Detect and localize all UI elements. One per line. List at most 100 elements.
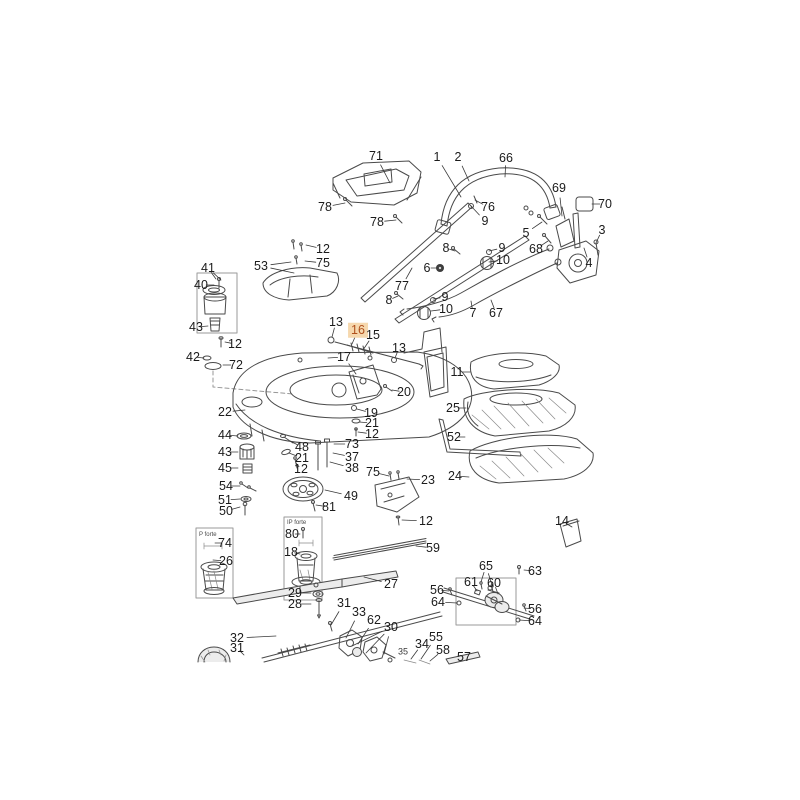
part-label-5[interactable]: 5 (522, 225, 530, 240)
part-label-10[interactable]: 10 (439, 301, 453, 316)
part-label-12[interactable]: 12 (365, 426, 379, 441)
part-label-15[interactable]: 15 (366, 327, 380, 342)
part-label-25[interactable]: 25 (446, 400, 460, 415)
part-label-80[interactable]: 80 (285, 526, 299, 541)
part-label-20[interactable]: 20 (397, 384, 411, 399)
part-deck (232, 327, 473, 444)
part-label-73[interactable]: 73 (345, 436, 359, 451)
part-label-41[interactable]: 41 (201, 260, 215, 275)
part-label-31[interactable]: 31 (337, 595, 351, 610)
part-label-13[interactable]: 13 (329, 314, 343, 329)
part-label-17[interactable]: 17 (337, 349, 351, 364)
part-label-57[interactable]: 57 (457, 649, 471, 664)
part-label-53[interactable]: 53 (254, 258, 268, 273)
part-label-30[interactable]: 30 (384, 619, 398, 634)
part-label-40[interactable]: 40 (194, 277, 208, 292)
part-label-6[interactable]: 6 (423, 260, 431, 275)
part-label-28[interactable]: 28 (288, 596, 302, 611)
part-label-13[interactable]: 13 (392, 340, 406, 355)
part-label-19[interactable]: 19 (364, 405, 378, 420)
part-label-59[interactable]: 59 (426, 540, 440, 555)
part-label-12[interactable]: 12 (419, 513, 433, 528)
part-label-48[interactable]: 48 (295, 439, 309, 454)
part-label-38[interactable]: 38 (345, 460, 359, 475)
part-label-50[interactable]: 50 (219, 503, 233, 518)
part-label-31[interactable]: 31 (230, 640, 244, 655)
part-label-11[interactable]: 11 (450, 364, 464, 379)
part-label-78[interactable]: 78 (370, 214, 384, 229)
part-label-77[interactable]: 77 (395, 278, 409, 293)
part-label-3[interactable]: 3 (598, 222, 606, 237)
part-rear-bracket (348, 364, 393, 437)
part-catcher-frame (438, 418, 522, 457)
part-label-9[interactable]: 9 (481, 213, 489, 228)
part-label-61[interactable]: 61 (464, 574, 478, 589)
part-label-16[interactable]: 16 (348, 322, 368, 338)
part-label-56[interactable]: 56 (528, 601, 542, 616)
inset-box-caption-ip: IP forte (287, 520, 307, 526)
part-label-63[interactable]: 63 (528, 563, 542, 578)
part-label-21[interactable]: 21 (365, 415, 379, 430)
part-label-45[interactable]: 45 (218, 460, 232, 475)
part-label-49[interactable]: 49 (344, 488, 358, 503)
part-label-54[interactable]: 54 (219, 478, 233, 493)
part-label-56[interactable]: 56 (430, 582, 444, 597)
part-label-21[interactable]: 21 (295, 450, 309, 465)
part-label-12[interactable]: 12 (294, 461, 308, 476)
part-label-27[interactable]: 27 (384, 576, 398, 591)
part-label-70[interactable]: 70 (598, 196, 612, 211)
part-label-33[interactable]: 33 (352, 604, 366, 619)
part-label-51[interactable]: 51 (218, 492, 232, 507)
part-catcher-body (463, 388, 576, 437)
part-label-23[interactable]: 23 (421, 472, 435, 487)
part-label-34[interactable]: 34 (415, 636, 429, 651)
part-label-66[interactable]: 66 (499, 150, 513, 165)
part-label-1[interactable]: 1 (433, 149, 441, 164)
part-label-42[interactable]: 42 (186, 349, 200, 364)
part-label-8[interactable]: 8 (385, 292, 393, 307)
part-label-60[interactable]: 60 (487, 575, 501, 590)
part-label-43[interactable]: 43 (189, 319, 203, 334)
part-label-55[interactable]: 55 (429, 629, 443, 644)
part-label-12[interactable]: 12 (316, 241, 330, 256)
part-label-78[interactable]: 78 (318, 199, 332, 214)
part-label-65[interactable]: 65 (479, 558, 493, 573)
part-blade (232, 570, 399, 619)
part-label-12[interactable]: 12 (228, 336, 242, 351)
part-label-7[interactable]: 7 (469, 305, 477, 320)
part-label-68[interactable]: 68 (529, 241, 543, 256)
part-label-18[interactable]: 18 (284, 544, 298, 559)
part-label-26[interactable]: 26 (219, 553, 233, 568)
part-label-8[interactable]: 8 (442, 240, 450, 255)
part-label-62[interactable]: 62 (367, 612, 381, 627)
part-label-81[interactable]: 81 (322, 499, 336, 514)
part-label-71[interactable]: 71 (369, 148, 383, 163)
part-label-64[interactable]: 64 (528, 613, 542, 628)
part-label-22[interactable]: 22 (218, 404, 232, 419)
part-label-44[interactable]: 44 (218, 427, 232, 442)
part-label-69[interactable]: 69 (552, 180, 566, 195)
part-label-10[interactable]: 10 (496, 252, 510, 267)
part-label-14[interactable]: 14 (555, 513, 569, 528)
part-label-9[interactable]: 9 (498, 240, 506, 255)
part-label-9[interactable]: 9 (441, 289, 449, 304)
part-label-2[interactable]: 2 (454, 149, 462, 164)
part-label-75[interactable]: 75 (316, 255, 330, 270)
part-label-43[interactable]: 43 (218, 444, 232, 459)
part-label-75[interactable]: 75 (366, 464, 380, 479)
part-label-72[interactable]: 72 (229, 357, 243, 372)
part-label-64[interactable]: 64 (431, 594, 445, 609)
part-gearbox (442, 565, 535, 626)
part-label-67[interactable]: 67 (489, 305, 503, 320)
part-label-74[interactable]: 74 (218, 535, 232, 550)
part-label-52[interactable]: 52 (447, 429, 461, 444)
part-label-29[interactable]: 29 (288, 585, 302, 600)
part-label-37[interactable]: 37 (345, 449, 359, 464)
part-label-58[interactable]: 58 (436, 642, 450, 657)
part-label-24[interactable]: 24 (448, 468, 462, 483)
part-label-4[interactable]: 4 (585, 255, 593, 270)
part-label-76[interactable]: 76 (481, 199, 495, 214)
part-label-35[interactable]: 35 (397, 646, 409, 657)
part-label-32[interactable]: 32 (230, 630, 244, 645)
